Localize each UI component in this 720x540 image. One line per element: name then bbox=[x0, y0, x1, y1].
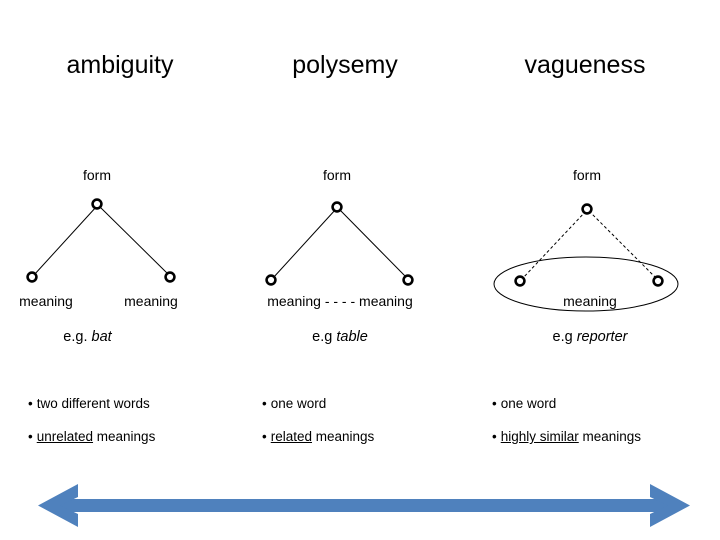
example-prefix: e.g bbox=[552, 329, 573, 345]
edge-form-to-meaning-left bbox=[33, 205, 98, 276]
example-word: reporter bbox=[576, 329, 628, 345]
example-word: bat bbox=[91, 329, 112, 345]
list-item: •two different words bbox=[28, 395, 243, 413]
bullet-dot-icon: • bbox=[492, 396, 497, 411]
node-meaning-left bbox=[26, 271, 38, 283]
bullet-text-plain-after: meanings bbox=[312, 429, 375, 444]
edge-form-to-meaning-left bbox=[272, 208, 337, 279]
bullet-text-plain-before: two different words bbox=[36, 396, 150, 411]
node-meaning-left bbox=[265, 274, 277, 286]
column-heading-polysemy: polysemy bbox=[292, 51, 398, 79]
meaning-label-vagueness: meaning bbox=[563, 293, 617, 309]
example-polysemy: e.g table bbox=[240, 328, 440, 347]
form-label-polysemy: form bbox=[323, 167, 351, 183]
meaning-label-ambiguity-left: meaning bbox=[19, 293, 73, 309]
node-form bbox=[331, 201, 343, 213]
bullet-dot-icon: • bbox=[28, 429, 33, 444]
column-heading-ambiguity: ambiguity bbox=[66, 51, 174, 79]
bullet-list-vagueness: •one word •highly similar meanings bbox=[492, 395, 717, 461]
arrow-shaft bbox=[60, 499, 668, 512]
diagram-vagueness bbox=[493, 203, 679, 312]
bullet-text-underlined: highly similar bbox=[500, 429, 579, 444]
bullet-dot-icon: • bbox=[262, 429, 267, 444]
node-meaning-right bbox=[402, 274, 414, 286]
node-form bbox=[91, 198, 103, 210]
arrow-head-left-icon bbox=[38, 484, 78, 527]
bullet-text-plain-after: meanings bbox=[578, 429, 642, 444]
bullet-dot-icon: • bbox=[492, 429, 497, 444]
scale-arrow bbox=[38, 484, 690, 527]
bullet-text-plain-before: one word bbox=[500, 396, 557, 411]
form-label-vagueness: form bbox=[573, 167, 601, 183]
edge-form-to-meaning-left-dashed bbox=[521, 210, 587, 280]
list-item: •related meanings bbox=[262, 428, 477, 446]
bullet-list-polysemy: •one word •related meanings bbox=[262, 395, 477, 461]
bullet-text-underlined: unrelated bbox=[36, 429, 94, 444]
edge-form-to-meaning-right-dashed bbox=[588, 210, 658, 280]
list-item: •highly similar meanings bbox=[492, 428, 717, 446]
form-label-ambiguity: form bbox=[83, 167, 111, 183]
bullet-text-plain-before: one word bbox=[270, 396, 327, 411]
example-ambiguity: e.g. bat bbox=[0, 328, 175, 347]
node-meaning-right bbox=[164, 271, 176, 283]
example-prefix: e.g. bbox=[63, 329, 88, 345]
column-heading-vagueness: vagueness bbox=[524, 51, 646, 79]
arrow-head-right-icon bbox=[650, 484, 690, 527]
bullet-list-ambiguity: •two different words •unrelated meanings bbox=[28, 395, 243, 461]
bullet-text-underlined: related bbox=[270, 429, 313, 444]
edge-form-to-meaning-right bbox=[338, 208, 408, 279]
meaning-label-polysemy-pair: meaning - - - - meaning bbox=[267, 293, 413, 309]
example-vagueness: e.g reporter bbox=[490, 328, 690, 347]
list-item: •one word bbox=[262, 395, 477, 413]
bullet-dot-icon: • bbox=[262, 396, 267, 411]
diagram-polysemy bbox=[265, 201, 414, 286]
meaning-cluster-ellipse bbox=[493, 256, 679, 312]
diagram-ambiguity bbox=[26, 198, 176, 283]
diagram-layer bbox=[26, 198, 679, 312]
node-meaning-left bbox=[514, 275, 526, 287]
bullet-text-plain-after: meanings bbox=[93, 429, 156, 444]
list-item: •one word bbox=[492, 395, 717, 413]
example-word: table bbox=[336, 329, 368, 345]
edge-form-to-meaning-right bbox=[98, 205, 170, 276]
node-meaning-right bbox=[652, 275, 664, 287]
list-item: •unrelated meanings bbox=[28, 428, 243, 446]
meaning-label-ambiguity-right: meaning bbox=[124, 293, 178, 309]
example-prefix: e.g bbox=[312, 329, 333, 345]
node-form bbox=[581, 203, 593, 215]
bullet-dot-icon: • bbox=[28, 396, 33, 411]
